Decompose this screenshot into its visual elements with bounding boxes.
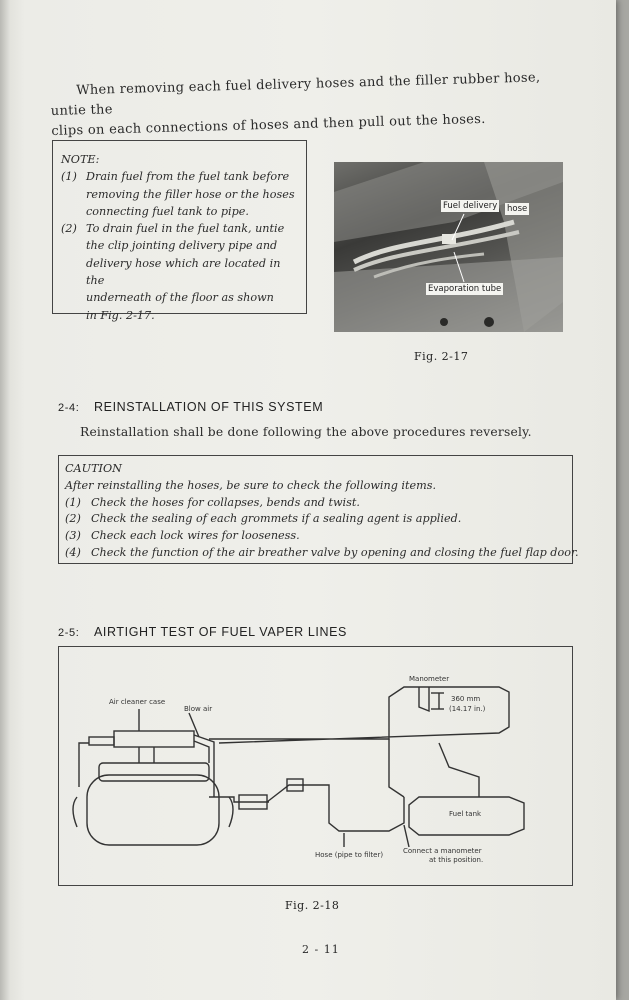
section-title: REINSTALLATION OF THIS SYSTEM [94,400,324,414]
label-manometer: Manometer [409,675,450,683]
caution-item-number: (4) [65,545,81,559]
photo-label-evaporation-tube: Evaporation tube [426,283,504,295]
label-air-cleaner-case: Air cleaner case [109,698,166,706]
note-line: underneath of the floor as shown [86,291,274,305]
figure-caption-2-17: Fig. 2-17 [414,350,469,363]
figure-caption-2-18: Fig. 2-18 [285,899,340,912]
label-fuel-tank: Fuel tank [449,810,482,818]
photo-label-hose: hose [505,203,530,215]
caution-content: CAUTION After reinstalling the hoses, be… [65,461,579,562]
diagram-drawing [72,686,525,848]
manual-page: When removing each fuel delivery hoses a… [0,0,616,1000]
note-item-text: To drain fuel in the fuel tank, untie th… [86,220,298,324]
section-number: 2-4: [58,402,80,414]
caution-item-text: Check each lock wires for looseness. [91,529,300,543]
note-line: removing the filler hose or the hoses [86,187,295,201]
caution-item: (1) Check the hoses for collapses, bends … [65,495,579,512]
caution-item: (4) Check the function of the air breathe… [65,545,579,562]
photo-illustration [334,162,563,332]
note-box: NOTE: (1) Drain fuel from the fuel tank … [52,140,307,322]
caution-item-text: Check the function of the air breather v… [91,545,579,559]
caution-item-text: Check the hoses for collapses, bends and… [91,495,360,509]
note-item: (2) To drain fuel in the fuel tank, unti… [61,220,298,324]
label-hose-pipe-to-filter: Hose (pipe to filter) [315,851,384,859]
note-item-text: Drain fuel from the fuel tank before rem… [86,168,298,220]
note-line: the clip jointing delivery pipe and [86,239,278,253]
section-heading-2-4: 2-4: REINSTALLATION OF THIS SYSTEM [58,400,323,414]
intro-paragraph: When removing each fuel delivery hoses a… [50,67,571,141]
caution-item-number: (1) [65,495,81,509]
page-number: 2 - 11 [302,943,340,956]
note-line: To drain fuel in the fuel tank, untie [86,222,285,236]
note-heading: NOTE: [61,153,100,166]
photo-label-fuel-delivery: Fuel delivery [441,200,500,212]
caution-heading: CAUTION [65,462,122,475]
note-line: delivery hose which are located in the [86,256,281,288]
fuel-vapor-line-diagram: Air cleaner case Blow air Manometer 360 … [58,646,573,886]
label-height-mm: 360 mm [451,695,481,703]
note-item-number: (2) [61,222,77,236]
section-number: 2-5: [58,627,80,639]
label-this-position: at this position. [429,856,484,864]
note-line: Drain fuel from the fuel tank before [86,170,290,184]
fuel-hose-photo: Fuel delivery hose Evaporation tube [334,162,563,332]
note-line: in Fig. 2-17. [86,308,155,322]
caution-item-number: (2) [65,512,81,526]
note-item-number: (1) [61,170,77,184]
caution-intro: After reinstalling the hoses, be sure to… [65,478,437,492]
page-gutter [0,0,10,1000]
label-connect-manometer: Connect a manometer [403,847,482,855]
note-line: connecting fuel tank to pipe. [86,204,249,218]
note-item: (1) Drain fuel from the fuel tank before… [61,168,298,220]
caution-item-number: (3) [65,529,81,543]
reinstallation-text: Reinstallation shall be done following t… [80,425,532,439]
section-title: AIRTIGHT TEST OF FUEL VAPER LINES [94,625,347,639]
label-height-in: (14.17 in.) [449,705,486,713]
section-heading-2-5: 2-5: AIRTIGHT TEST OF FUEL VAPER LINES [58,625,347,639]
caution-item-text: Check the sealing of each grommets if a … [91,512,462,526]
caution-item: (3) Check each lock wires for looseness. [65,528,579,545]
note-content: NOTE: (1) Drain fuel from the fuel tank … [61,151,298,324]
caution-box: CAUTION After reinstalling the hoses, be… [58,455,579,564]
label-blow-air: Blow air [184,705,213,713]
caution-item: (2) Check the sealing of each grommets if… [65,511,579,528]
